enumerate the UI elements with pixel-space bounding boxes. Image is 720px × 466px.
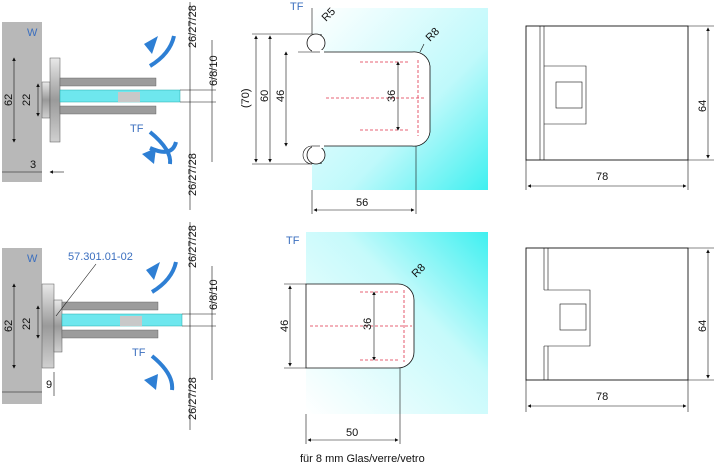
plate-outline xyxy=(525,25,689,161)
hinge-plate xyxy=(49,57,61,143)
side-view-top: W TF 62 22 3 26/27/28 6/8/10 26/27/28 xyxy=(2,2,220,210)
dim-78: 78 xyxy=(596,171,608,183)
dim-3: 3 xyxy=(30,159,36,171)
plate-view-bottom: 64 78 xyxy=(525,247,714,412)
dim-64: 64 xyxy=(697,100,709,112)
dim-50: 50 xyxy=(346,427,358,439)
side-view-bottom: W TF 57.301.01-02 62 22 9 26/27/28 6/8/1… xyxy=(2,222,220,430)
plate-outline xyxy=(525,247,689,381)
dim-22: 22 xyxy=(21,94,33,106)
rotate-arrow-up xyxy=(148,35,176,68)
part-number: 57.301.01-02 xyxy=(68,251,133,263)
cutout xyxy=(319,51,431,147)
dim-22: 22 xyxy=(21,318,33,330)
dim-46: 46 xyxy=(279,320,291,332)
tf-label: TF xyxy=(132,347,146,359)
wall xyxy=(2,248,42,404)
dim-glass-thickness: 6/8/10 xyxy=(208,279,220,310)
dim-36: 36 xyxy=(386,90,398,102)
dim-64: 64 xyxy=(697,320,709,332)
dim-46: 46 xyxy=(275,90,287,102)
dim-78: 78 xyxy=(596,391,608,403)
dim-70: (70) xyxy=(240,88,252,108)
dim-glass-thickness: 6/8/10 xyxy=(208,55,220,86)
tf-label: TF xyxy=(286,235,300,247)
wall-label: W xyxy=(27,253,38,265)
dim-glass-up: 26/27/28 xyxy=(187,5,199,48)
dim-glass-down: 26/27/28 xyxy=(187,153,199,196)
rotate-arrow-down xyxy=(148,130,173,165)
wall xyxy=(2,22,42,182)
dim-62: 62 xyxy=(3,320,15,332)
dim-glass-down: 26/27/28 xyxy=(187,377,199,420)
plate-view-top: 64 78 xyxy=(525,25,714,190)
footer-note: für 8 mm Glas/verre/vetro xyxy=(300,453,425,465)
dim-60: 60 xyxy=(259,90,271,102)
dim-9: 9 xyxy=(46,379,52,391)
dim-glass-up: 26/27/28 xyxy=(187,225,199,268)
dim-36: 36 xyxy=(362,318,374,330)
dim-56: 56 xyxy=(356,197,368,209)
front-view-bottom: TF R8 46 36 50 xyxy=(279,232,488,444)
dim-62: 62 xyxy=(3,94,15,106)
tf-label: TF xyxy=(130,123,144,135)
tf-label: TF xyxy=(290,1,304,13)
wall-label: W xyxy=(27,27,38,39)
front-view-top: TF R5 R8 (70) 60 46 36 56 xyxy=(240,1,488,214)
